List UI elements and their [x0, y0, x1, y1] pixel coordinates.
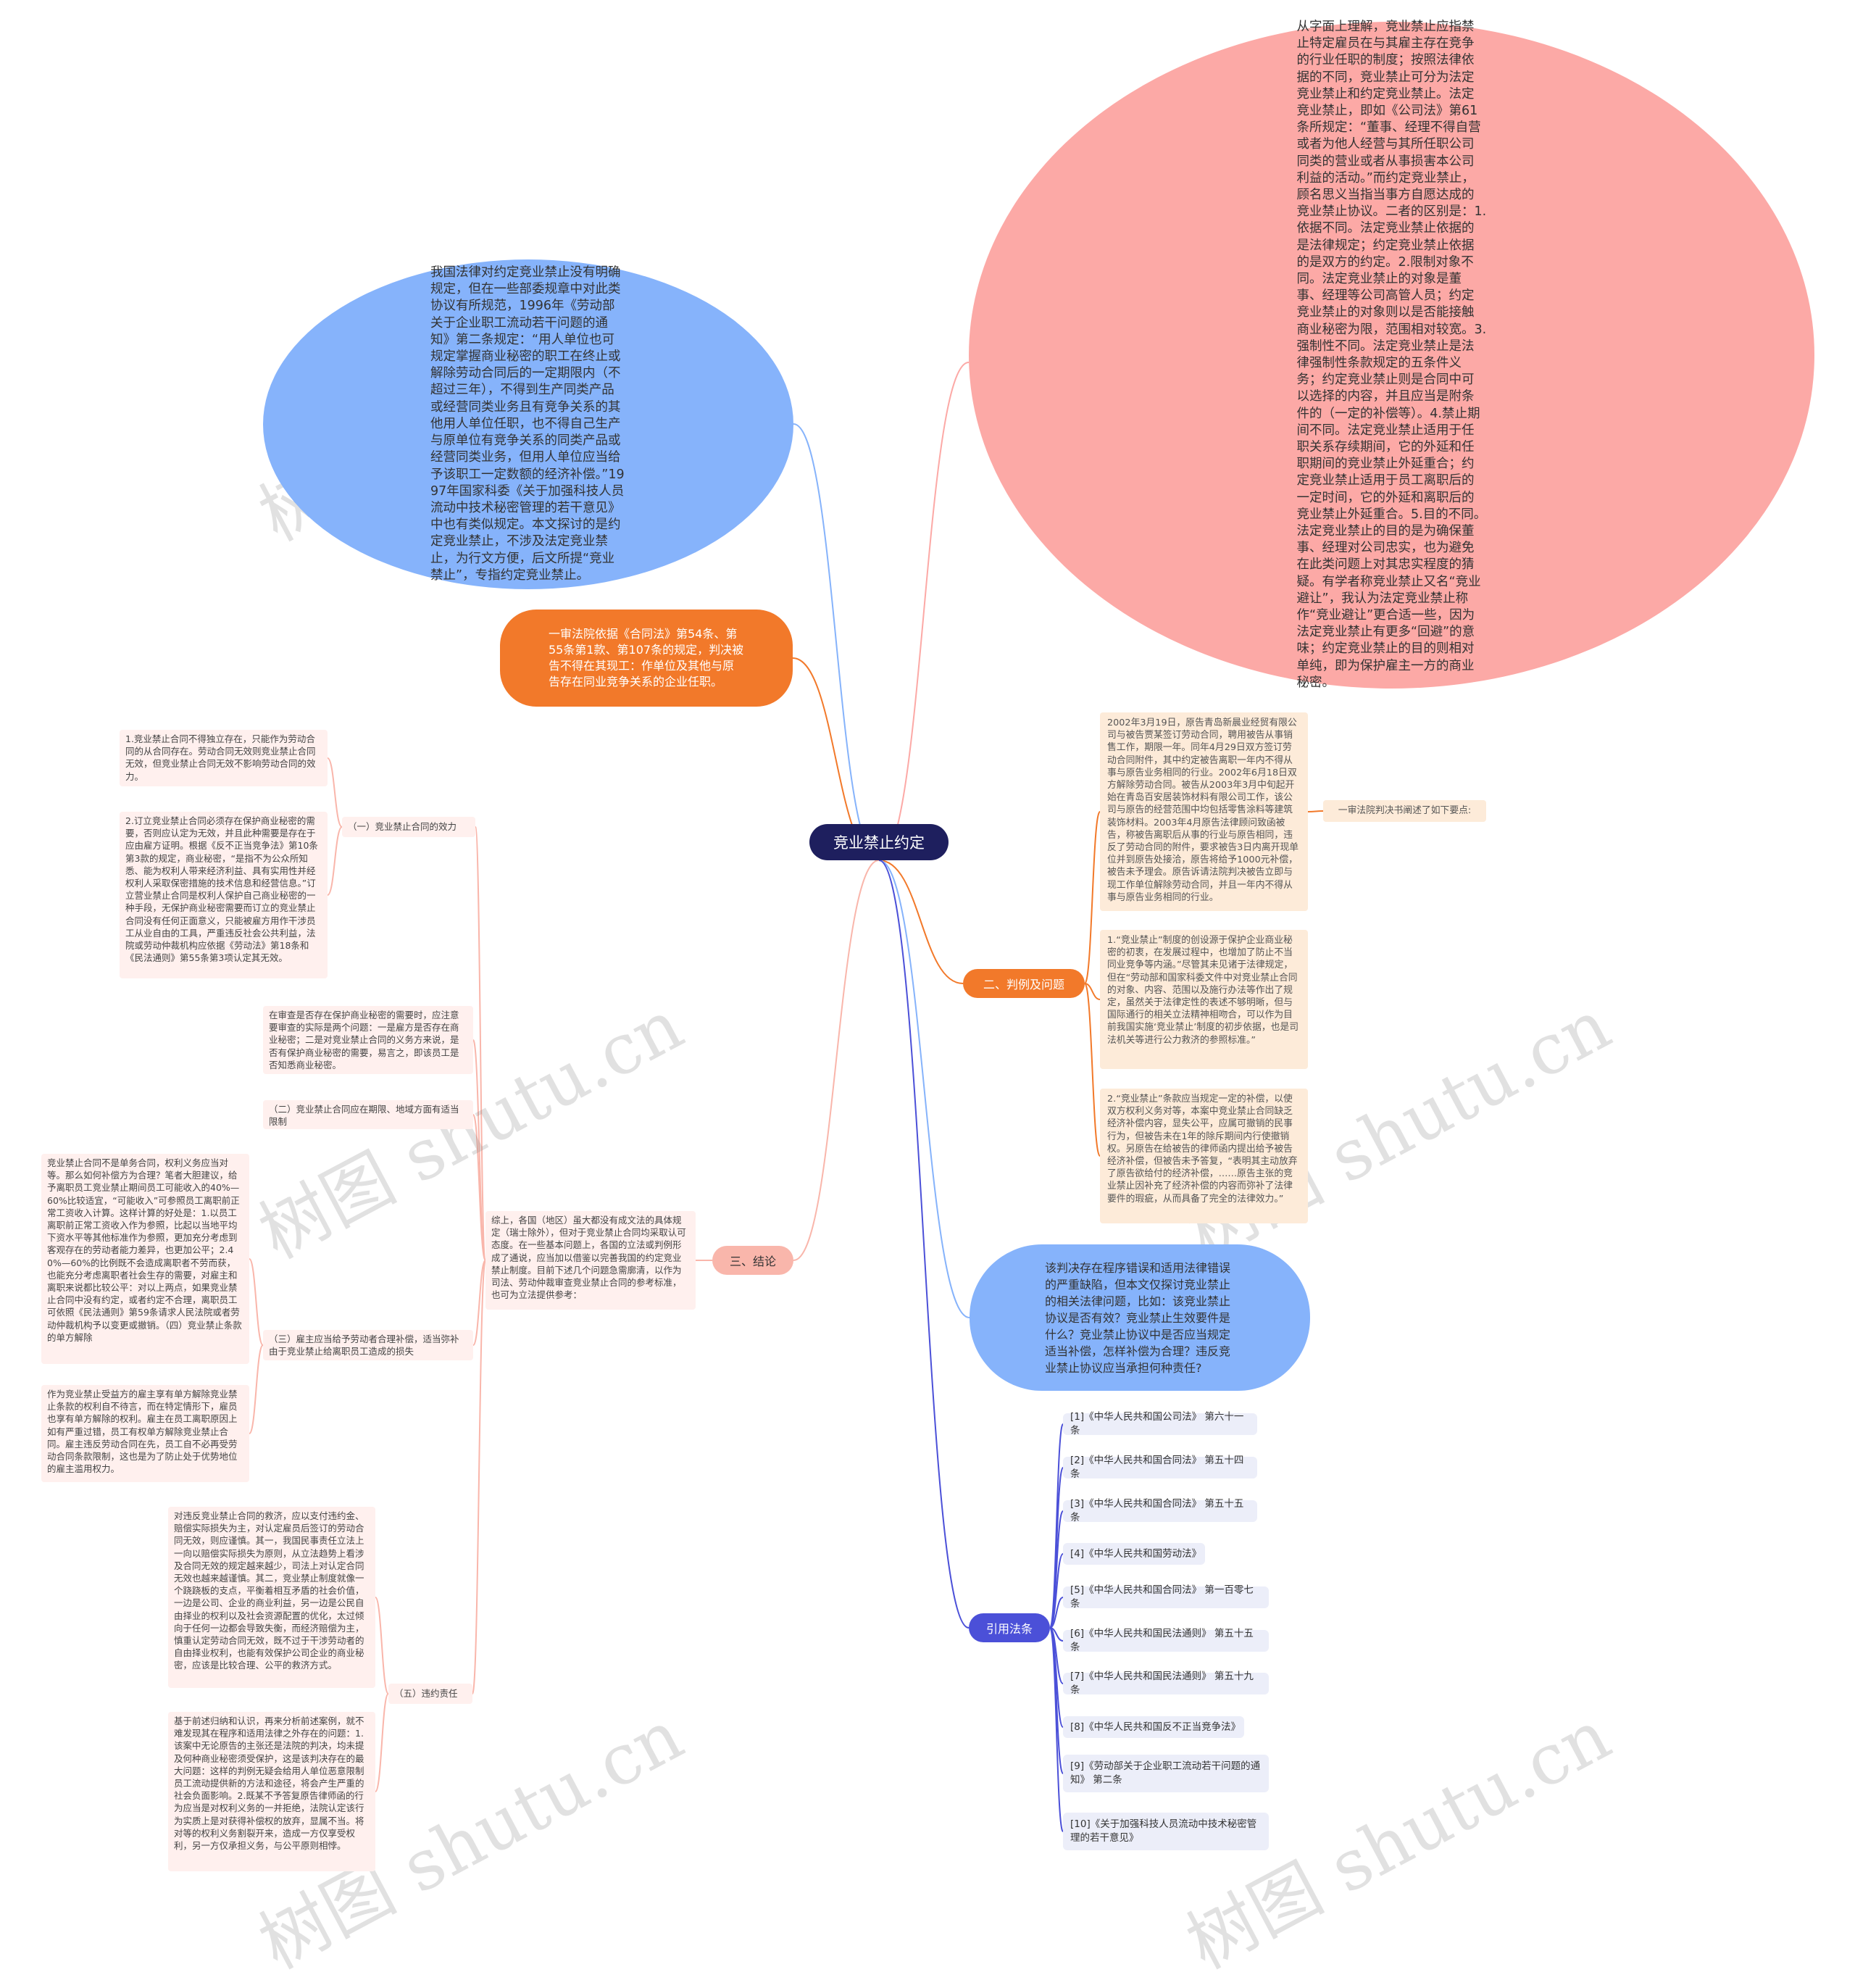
intro-ellipse[interactable]: 我国法律对约定竞业禁止没有明确规定，但在一些部委规章中对此类协议有所规范，199… [263, 259, 793, 589]
reference-item[interactable]: [9]《劳动部关于企业职工流动若干问题的通知》 第二条 [1063, 1755, 1269, 1792]
connector-case-description [1084, 811, 1101, 984]
connector-liability [472, 1260, 486, 1694]
questions-node[interactable]: 该判决存在程序错误和适用法律错误的严重缺陷，但本文仅探讨竞业禁止的相关法律问题，… [970, 1244, 1310, 1391]
compensation-label[interactable]: （三）雇主应当给予劳动者合理补偿，适当弥补由于竞业禁止给离职员工造成的损失 [263, 1330, 473, 1360]
compensation-item-1-text: 竞业禁止合同不是单务合同，权利义务应当对等。那么如何补偿方为合理？笔者大胆建议，… [47, 1157, 242, 1343]
root-node[interactable]: 竞业禁止约定 [809, 824, 949, 860]
connector-references [878, 860, 970, 1629]
case-point-1[interactable]: 1.“竞业禁止”制度的创设源于保护企业商业秘密的初衷，在发展过程中，也增加了防止… [1100, 930, 1308, 1069]
connector-period [472, 1114, 486, 1261]
connector-court-points [1307, 810, 1324, 812]
court-points-label[interactable]: 一审法院判决书阐述了如下要点: [1323, 800, 1486, 822]
validity-item-2-text: 2.订立竞业禁止合同必须存在保护商业秘密的需要，否则应认定为无效，并且此种需要是… [125, 815, 318, 964]
reference-item-text: [3]《中华人民共和国合同法》 第五十五条 [1070, 1498, 1244, 1523]
case-point-2-text: 2.“竞业禁止”条款应当规定一定的补偿，以使双方权利义务对等，本案中竞业禁止合同… [1107, 1094, 1298, 1205]
connector-compensation [472, 1260, 486, 1346]
validity-item-2[interactable]: 2.订立竞业禁止合同必须存在保护商业秘密的需要，否则应认定为无效，并且此种需要是… [120, 812, 328, 978]
court-points-text: 一审法院判决书阐述了如下要点: [1338, 805, 1472, 817]
connector-reference-10 [1049, 1627, 1064, 1832]
connector-intro [793, 423, 880, 861]
conclusion-node[interactable]: 三、结论 [712, 1246, 793, 1275]
validity-label-text: （一）竞业禁止合同的效力 [348, 821, 457, 833]
period-limit-label[interactable]: （二）竞业禁止合同应在期限、地域方面有适当限制 [263, 1100, 473, 1129]
definition-text: 从字面上理解，竞业禁止应指禁止特定雇员在与其雇主存在竞争的行业任职的制度；按照法… [1296, 19, 1487, 690]
validity-item-1[interactable]: 1.竞业禁止合同不得独立存在，只能作为劳动合同的从合同存在。劳动合同无效则竞业禁… [120, 730, 328, 786]
definition-ellipse[interactable]: 从字面上理解，竞业禁止应指禁止特定雇员在与其雇主存在竞争的行业任职的制度；按照法… [969, 19, 1814, 690]
connector-validity [475, 826, 486, 1261]
connector-conclusion [793, 860, 880, 1261]
intro-text: 我国法律对约定竞业禁止没有明确规定，但在一些部委规章中对此类协议有所规范，199… [430, 265, 625, 583]
reference-item[interactable]: [6]《中华人民共和国民法通则》 第五十五条 [1063, 1628, 1269, 1653]
connector-reference-4 [1049, 1553, 1064, 1629]
reference-item[interactable]: [5]《中华人民共和国合同法》 第一百零七条 [1063, 1584, 1269, 1610]
references-label: 引用法条 [985, 1622, 1033, 1636]
liability-item-2[interactable]: 基于前述归纳和认识，再来分析前述案例，就不难发现其在程序和适用法律之外存在的问题… [168, 1712, 375, 1871]
compensation-item-2-text: 作为竞业禁止受益方的雇主享有单方解除竞业禁止条款的权利自不待言，而在特定情形下，… [47, 1389, 238, 1475]
liability-item-2-text: 基于前述归纳和认识，再来分析前述案例，就不难发现其在程序和适用法律之外存在的问题… [174, 1715, 364, 1852]
judgment-text: 一审法院依据《合同法》第54条、第55条第1款、第107条的规定，判决被告不得在… [549, 627, 744, 689]
connector-lines [249, 362, 1324, 1832]
reference-item[interactable]: [3]《中华人民共和国合同法》 第五十五条 [1063, 1498, 1257, 1523]
connector-definition [878, 362, 970, 861]
conclusion-label: 三、结论 [729, 1255, 776, 1268]
trade-secret-review[interactable]: 在审查是否存在保护商业秘密的需要时，应注意要审查的实际是两个问题：一是雇方是否存… [263, 1006, 473, 1074]
cases-label: 二、判例及问题 [983, 978, 1064, 991]
reference-item-text: [1]《中华人民共和国公司法》 第六十一条 [1070, 1411, 1244, 1436]
liability-label[interactable]: （五）违约责任 [388, 1684, 472, 1704]
reference-item-text: [4]《中华人民共和国劳动法》 [1070, 1547, 1202, 1560]
reference-item-text: [9]《劳动部关于企业职工流动若干问题的通知》 第二条 [1070, 1760, 1261, 1786]
connector-cases [878, 860, 964, 984]
reference-item[interactable]: [2]《中华人民共和国合同法》 第五十四条 [1063, 1455, 1257, 1480]
connector-liability-2 [375, 1693, 389, 1792]
connector-questions [878, 860, 970, 1318]
validity-item-1-text: 1.竞业禁止合同不得独立存在，只能作为劳动合同的从合同存在。劳动合同无效则竞业禁… [125, 733, 316, 782]
reference-item[interactable]: [4]《中华人民共和国劳动法》 [1063, 1543, 1205, 1565]
period-limit-text: （二）竞业禁止合同应在期限、地域方面有适当限制 [269, 1104, 459, 1128]
reference-item[interactable]: [1]《中华人民共和国公司法》 第六十一条 [1063, 1411, 1257, 1436]
reference-item[interactable]: [8]《中华人民共和国反不正当竞争法》 [1063, 1716, 1244, 1738]
case-point-1-text: 1.“竞业禁止”制度的创设源于保护企业商业秘密的初衷，在发展过程中，也增加了防止… [1107, 935, 1299, 1046]
reference-item-text: [8]《中华人民共和国反不正当竞争法》 [1070, 1721, 1241, 1733]
questions-text: 该判决存在程序错误和适用法律错误的严重缺陷，但本文仅探讨竞业禁止的相关法律问题，… [1045, 1260, 1231, 1375]
compensation-item-1[interactable]: 竞业禁止合同不是单务合同，权利义务应当对等。那么如何补偿方为合理？笔者大胆建议，… [41, 1154, 249, 1364]
reference-item-text: [10]《关于加强科技人员流动中技术秘密管理的若干意见》 [1070, 1818, 1257, 1844]
liability-item-1-text: 对违反竞业禁止合同的救济，应以支付违约金、赔偿实际损失为主，对认定雇员后签订的劳… [174, 1510, 364, 1671]
connector-liability-1 [375, 1597, 389, 1694]
trade-secret-review-text: 在审查是否存在保护商业秘密的需要时，应注意要审查的实际是两个问题：一是雇方是否存… [269, 1010, 459, 1070]
connector-compensation-2 [249, 1344, 264, 1434]
case-point-2[interactable]: 2.“竞业禁止”条款应当规定一定的补偿，以使双方权利义务对等，本案中竞业禁止合同… [1100, 1089, 1308, 1223]
conclusion-summary[interactable]: 综上，各国（地区）虽大都没有成文法的具体规定（瑞士除外），但对于竞业禁止合同均采… [485, 1211, 696, 1310]
reference-item[interactable]: [10]《关于加强科技人员流动中技术秘密管理的若干意见》 [1063, 1813, 1269, 1850]
conclusion-summary-text: 综上，各国（地区）虽大都没有成文法的具体规定（瑞士除外），但对于竞业禁止合同均采… [491, 1215, 686, 1301]
connector-compensation-1 [249, 1258, 264, 1346]
reference-item[interactable]: [7]《中华人民共和国民法通则》 第五十九条 [1063, 1671, 1269, 1696]
cases-node[interactable]: 二、判例及问题 [963, 969, 1085, 998]
reference-item-text: [6]《中华人民共和国民法通则》 第五十五条 [1070, 1628, 1254, 1653]
liability-item-1[interactable]: 对违反竞业禁止合同的救济，应以支付违约金、赔偿实际损失为主，对认定雇员后签订的劳… [168, 1507, 375, 1688]
connector-case-point-2 [1084, 983, 1101, 1157]
compensation-item-2[interactable]: 作为竞业禁止受益方的雇主享有单方解除竞业禁止条款的权利自不待言，而在特定情形下，… [41, 1385, 249, 1482]
connector-reference-5 [1049, 1597, 1064, 1629]
connector-validity-1 [327, 757, 343, 828]
root-label: 竞业禁止约定 [833, 834, 925, 852]
case-description-text: 2002年3月19日，原告青岛新晨业经贸有限公司与被告贾某签订劳动合同，聘用被告… [1107, 718, 1299, 903]
judgment-node[interactable]: 一审法院依据《合同法》第54条、第55条第1款、第107条的规定，判决被告不得在… [500, 610, 793, 707]
liability-label-text: （五）违约责任 [394, 1688, 458, 1700]
reference-item-text: [5]《中华人民共和国合同法》 第一百零七条 [1070, 1584, 1254, 1610]
connector-case-point-1 [1084, 983, 1101, 1000]
case-description[interactable]: 2002年3月19日，原告青岛新晨业经贸有限公司与被告贾某签订劳动合同，聘用被告… [1100, 712, 1308, 911]
connector-validity-2 [327, 826, 343, 896]
validity-label[interactable]: （一）竞业禁止合同的效力 [342, 817, 475, 837]
reference-item-text: [7]《中华人民共和国民法通则》 第五十九条 [1070, 1671, 1254, 1696]
reference-item-text: [2]《中华人民共和国合同法》 第五十四条 [1070, 1455, 1244, 1480]
references-node[interactable]: 引用法条 [969, 1613, 1050, 1642]
connector-reference-2 [1049, 1467, 1064, 1629]
compensation-label-text: （三）雇主应当给予劳动者合理补偿，适当弥补由于竞业禁止给离职员工造成的损失 [269, 1334, 459, 1357]
